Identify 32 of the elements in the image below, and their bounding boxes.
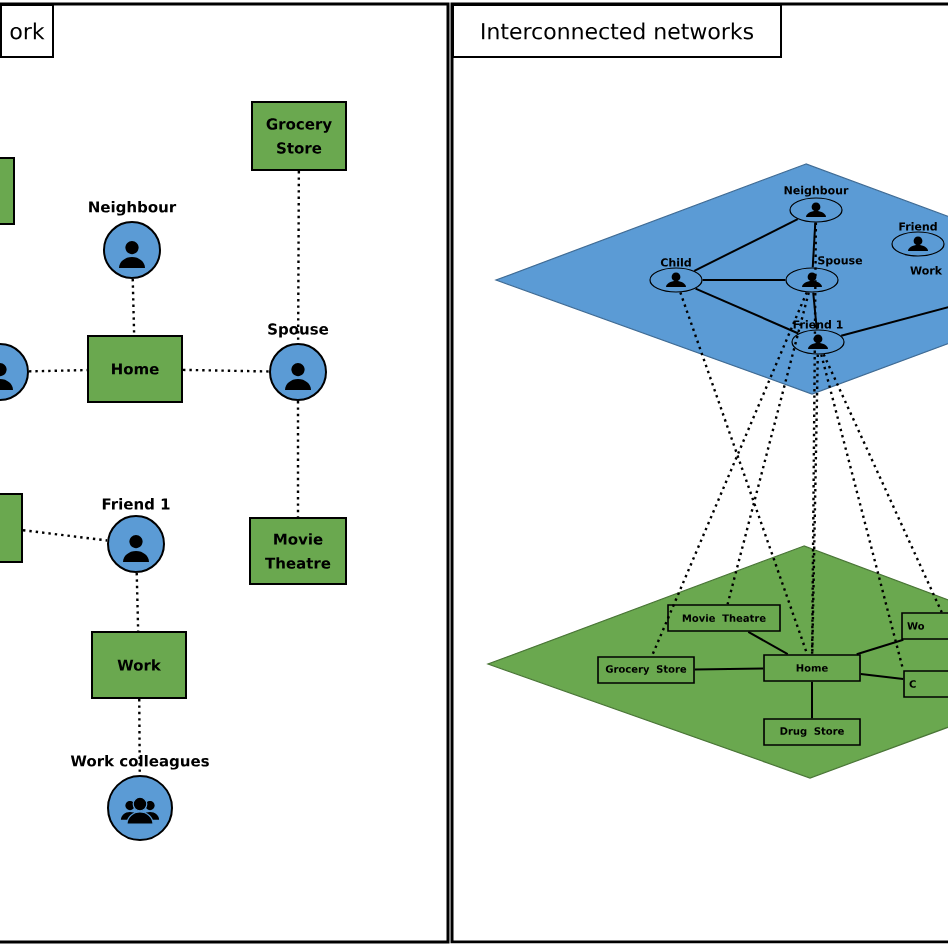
connector-line — [855, 638, 905, 656]
connector-line — [135, 572, 140, 632]
connector-line — [138, 699, 141, 775]
connector-line — [701, 279, 787, 281]
place-box — [0, 157, 15, 225]
connector-line — [859, 672, 905, 681]
connector-line — [747, 630, 789, 656]
connector-line — [810, 222, 818, 655]
connector-line — [296, 401, 300, 517]
connector-line — [820, 354, 905, 671]
place-box — [0, 493, 23, 563]
connector-line — [693, 218, 799, 272]
connector-line — [22, 529, 108, 542]
connector-line — [28, 368, 88, 373]
connector-line — [679, 292, 809, 655]
connector-line — [811, 354, 819, 655]
title-tab: ork — [0, 4, 54, 58]
connector-line — [822, 353, 943, 613]
connector-line — [840, 303, 948, 337]
network-layer — [494, 163, 948, 395]
connector-line — [650, 291, 808, 657]
person-icon — [0, 343, 29, 401]
connector-line — [811, 221, 817, 269]
title-tab: Interconnected networks — [452, 4, 782, 58]
connector-line — [726, 292, 810, 605]
connector-line — [812, 291, 818, 331]
connector-line — [694, 287, 800, 335]
connector-line — [296, 171, 301, 343]
connector-line — [693, 667, 765, 671]
connector-line — [131, 278, 136, 336]
connector-line — [182, 368, 270, 373]
connector-line — [811, 680, 813, 720]
